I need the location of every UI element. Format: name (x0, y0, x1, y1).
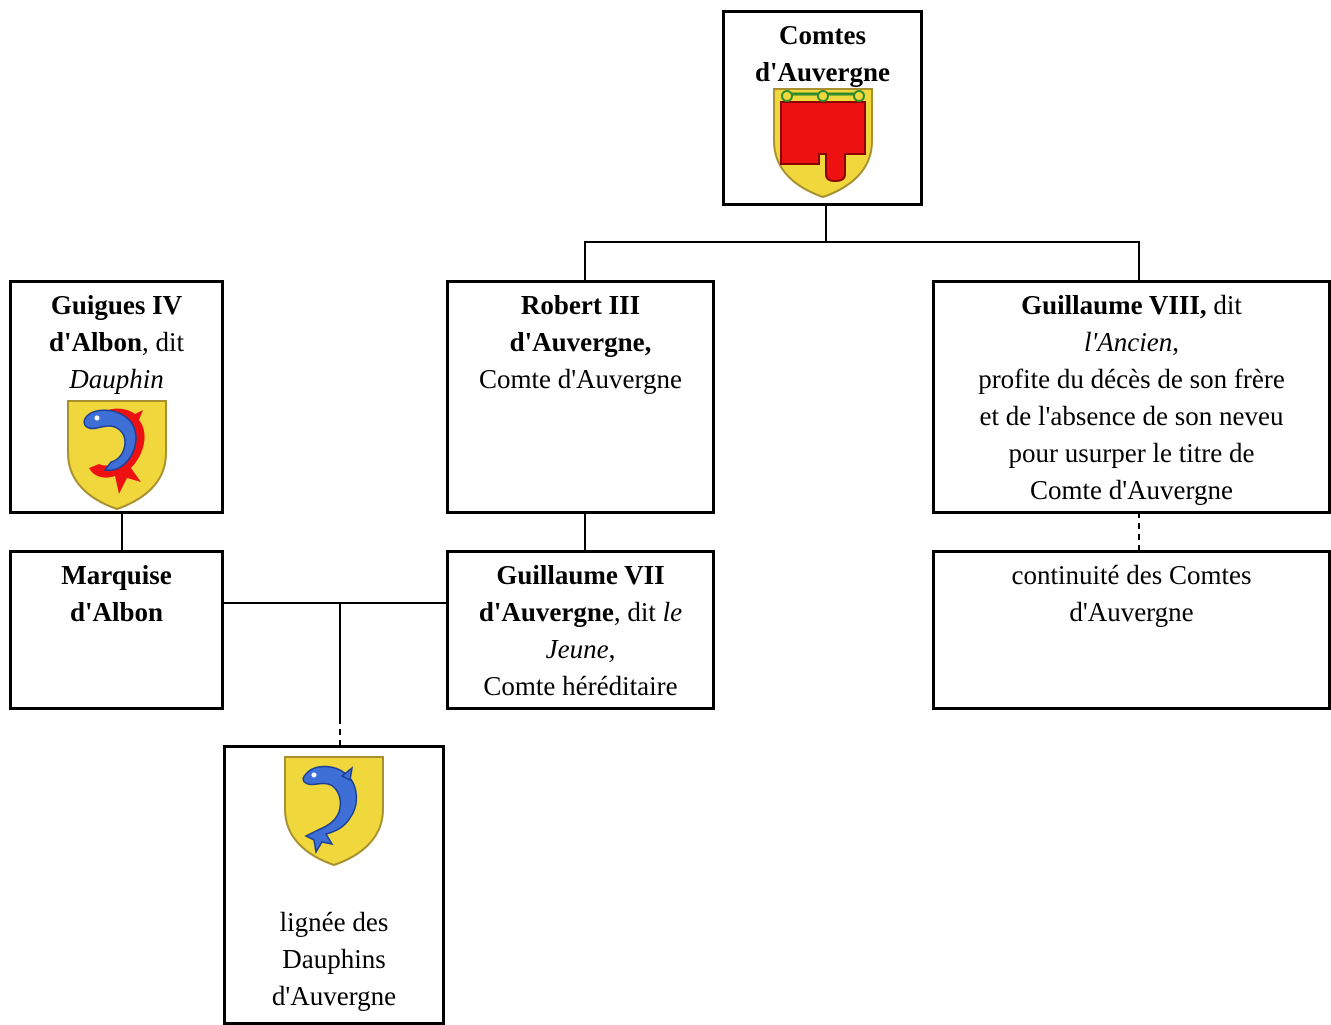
node-text: , (608, 634, 616, 664)
connector-marriage (222, 602, 448, 604)
node-name: d'Albon (48, 327, 143, 357)
node-text: , (1172, 327, 1179, 357)
node-robert-iii: Robert III d'Auvergne, Comte d'Auvergne (446, 280, 715, 514)
dauphin-red-shield-icon (66, 400, 167, 511)
connector-lignee-dashed (339, 718, 341, 746)
node-guigues-iv: Guigues IV d'Albon, dit Dauphin (9, 280, 224, 514)
node-epithet: le (662, 597, 683, 627)
connector-robert-guillaume7 (584, 512, 586, 551)
node-title: Comtes (779, 20, 866, 50)
node-description: pour usurper le titre de (1008, 438, 1255, 468)
connector-children-bar (584, 241, 1140, 243)
connector-guigues-marquise (121, 512, 123, 551)
connector-marriage-down (339, 603, 341, 720)
node-text: , dit (142, 327, 185, 357)
connector-continuite-dashed (1138, 512, 1140, 551)
dauphin-blue-shield-icon (284, 756, 384, 867)
node-title: Comte héréditaire (483, 671, 678, 701)
node-text: Dauphins (282, 944, 386, 974)
node-text: d'Auvergne (1069, 597, 1194, 627)
node-name: Guillaume VII (496, 560, 665, 590)
node-name: Robert III (520, 290, 641, 320)
node-marquise-albon: Marquise d'Albon (9, 550, 224, 710)
node-name: Guigues IV (50, 290, 183, 320)
node-name: d'Auvergne, (509, 327, 652, 357)
node-text: continuité des Comtes (1011, 560, 1252, 590)
node-comtes-auvergne: Comtes d'Auvergne (722, 10, 923, 206)
node-guillaume-viii: Guillaume VIII, dit l'Ancien, profite du… (932, 280, 1331, 514)
node-text: , dit (613, 597, 663, 627)
node-continuite-comtes: continuité des Comtes d'Auvergne (932, 550, 1331, 710)
auvergne-shield-icon (772, 88, 873, 199)
connector-comtes-down (825, 205, 827, 242)
node-title: Comte d'Auvergne (478, 364, 683, 394)
node-lignee-dauphins: lignée des Dauphins d'Auvergne (223, 745, 445, 1025)
node-name: d'Albon (69, 597, 164, 627)
node-name: Guillaume VIII, (1021, 290, 1207, 320)
node-name: Marquise (61, 560, 172, 590)
node-description: et de l'absence de son neveu (979, 401, 1284, 431)
node-epithet: l'Ancien (1084, 327, 1173, 357)
node-text: lignée des (279, 907, 389, 937)
node-epithet: Dauphin (69, 364, 164, 394)
connector-guillaume8-up (1138, 241, 1140, 281)
node-text: d'Auvergne (271, 981, 397, 1011)
node-description: Comte d'Auvergne (1029, 475, 1234, 505)
node-name: d'Auvergne (478, 597, 614, 627)
node-description: profite du décès de son frère (978, 364, 1285, 394)
node-guillaume-vii: Guillaume VII d'Auvergne, dit le Jeune, … (446, 550, 715, 710)
connector-robert-up (584, 241, 586, 281)
node-text: dit (1206, 290, 1242, 320)
node-title: d'Auvergne (755, 57, 890, 87)
node-epithet: Jeune (545, 634, 609, 664)
